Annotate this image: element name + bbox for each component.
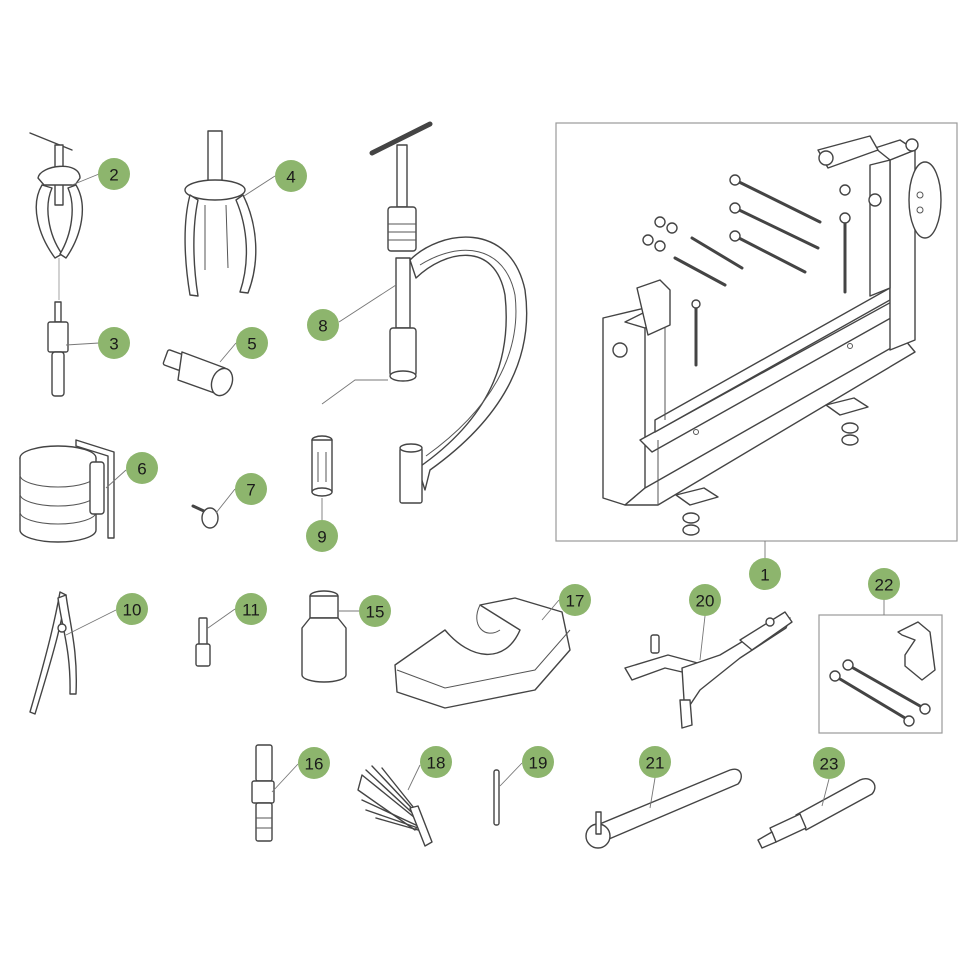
callout-badge — [235, 593, 267, 625]
callout-number: 10 — [123, 601, 142, 620]
callout-21: 21 — [639, 746, 671, 778]
part-1-engine-stand — [555, 122, 958, 542]
callout-number: 7 — [246, 481, 255, 500]
callout-badge — [559, 584, 591, 616]
part-5-socket-adapter — [162, 349, 234, 397]
callout-6: 6 — [126, 452, 158, 484]
callout-badge — [307, 309, 339, 341]
callout-16: 16 — [298, 747, 330, 779]
callout-badge — [359, 595, 391, 627]
callout-9: 9 — [306, 520, 338, 552]
callout-number: 17 — [566, 592, 585, 611]
callout-badge — [689, 584, 721, 616]
callout-number: 4 — [286, 168, 295, 187]
callout-number: 20 — [696, 592, 715, 611]
callout-number: 5 — [247, 335, 256, 354]
callout-number: 18 — [427, 754, 446, 773]
callout-badge — [749, 558, 781, 590]
part-2-jaw-puller — [29, 132, 83, 300]
callout-number: 2 — [109, 166, 118, 185]
callout-number: 15 — [366, 603, 385, 622]
callout-badge — [126, 452, 158, 484]
callout-20: 20 — [689, 584, 721, 616]
callout-badge — [420, 746, 452, 778]
callout-2: 2 — [98, 158, 130, 190]
part-19-pin — [493, 769, 500, 826]
part-22-bracket-set — [818, 598, 943, 734]
callout-badge — [306, 520, 338, 552]
part-3-slide-hammer-tip — [47, 301, 69, 397]
callout-8: 8 — [307, 309, 339, 341]
callout-number: 6 — [137, 460, 146, 479]
part-4-bearing-puller — [184, 130, 257, 297]
callout-badge — [813, 747, 845, 779]
part-11-pin-punch — [195, 617, 211, 667]
callouts: 1 2 3 4 5 6 7 8 9 10 11 15 16 17 18 19 2… — [98, 158, 900, 779]
callout-3: 3 — [98, 327, 130, 359]
callout-17: 17 — [559, 584, 591, 616]
part-15-socket — [301, 590, 347, 683]
callout-15: 15 — [359, 595, 391, 627]
callout-number: 23 — [820, 755, 839, 774]
callout-badge — [522, 746, 554, 778]
part-18-feeler-gauge — [357, 765, 433, 847]
part-9-adapter-cage — [311, 379, 388, 520]
callout-10: 10 — [116, 593, 148, 625]
part-7-pin — [191, 504, 219, 529]
callout-19: 19 — [522, 746, 554, 778]
callout-badge — [98, 158, 130, 190]
callout-number: 8 — [318, 317, 327, 336]
callout-badge — [98, 327, 130, 359]
part-20-clutch-holder — [624, 611, 793, 729]
callout-5: 5 — [236, 327, 268, 359]
callout-badge — [116, 593, 148, 625]
callout-1: 1 — [749, 558, 781, 590]
callout-number: 9 — [317, 528, 326, 547]
part-23-drift — [757, 778, 876, 849]
callout-badge — [868, 568, 900, 600]
callout-badge — [236, 327, 268, 359]
callout-badge — [275, 160, 307, 192]
part-21-pin-spanner — [585, 768, 742, 849]
part-17-holder-plate — [394, 597, 571, 709]
leader-lines — [65, 173, 830, 809]
part-8-valve-spring-compressor — [369, 121, 528, 504]
callout-4: 4 — [275, 160, 307, 192]
callout-badge — [235, 473, 267, 505]
callout-number: 22 — [875, 576, 894, 595]
callout-23: 23 — [813, 747, 845, 779]
callout-11: 11 — [235, 593, 267, 625]
part-6-ring-compressor — [19, 439, 115, 543]
callout-number: 16 — [305, 755, 324, 774]
part-10-circlip-pliers — [29, 591, 78, 715]
callout-number: 19 — [529, 754, 548, 773]
part-16-cam-tool — [251, 744, 275, 842]
callout-18: 18 — [420, 746, 452, 778]
callout-7: 7 — [235, 473, 267, 505]
callout-22: 22 — [868, 568, 900, 600]
callout-number: 21 — [646, 754, 665, 773]
callout-number: 3 — [109, 335, 118, 354]
callout-badge — [298, 747, 330, 779]
callout-badge — [639, 746, 671, 778]
callout-number: 11 — [242, 601, 260, 620]
callout-number: 1 — [760, 566, 769, 585]
